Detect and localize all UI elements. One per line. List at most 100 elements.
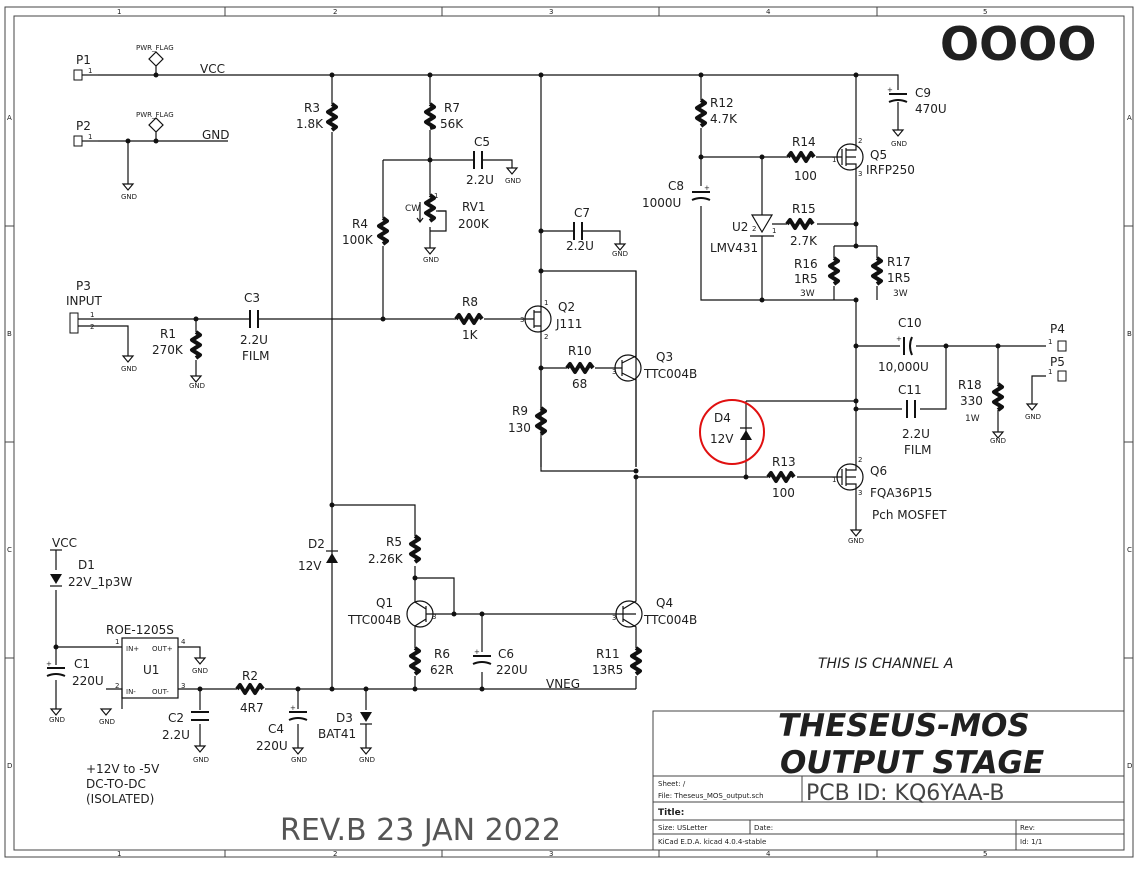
connector-p4: P4 1 (1048, 322, 1067, 352)
svg-text:GND: GND (359, 756, 375, 764)
svg-text:D4: D4 (714, 411, 731, 425)
row-label-b: B (7, 330, 12, 338)
svg-text:OUT-: OUT- (152, 688, 169, 696)
svg-text:10,000U: 10,000U (878, 360, 929, 374)
svg-text:R10: R10 (568, 344, 592, 358)
svg-text:+: + (474, 648, 480, 656)
svg-text:Q6: Q6 (870, 464, 887, 478)
p2-ref: P2 (76, 119, 91, 133)
col-label-5: 5 (983, 8, 987, 16)
zener-d1: D1 22V_1p3W (50, 558, 132, 589)
svg-text:4.7K: 4.7K (710, 112, 738, 126)
svg-text:LMV431: LMV431 (710, 241, 758, 255)
svg-text:GND: GND (990, 437, 1006, 445)
capacitor-c4: + C4 220U (256, 704, 308, 753)
resistor-r11: R11 13R5 (592, 646, 642, 677)
svg-text:2.2U: 2.2U (566, 239, 594, 253)
svg-text:IRFP250: IRFP250 (866, 163, 915, 177)
svg-text:R18: R18 (958, 378, 982, 392)
svg-text:R9: R9 (512, 404, 528, 418)
p5-ref: P5 (1050, 355, 1065, 369)
svg-text:C5: C5 (474, 135, 490, 149)
connector-p3: P3 INPUT 1 2 (66, 279, 103, 334)
potentiometer-rv1: 1 CW RV1 200K (405, 192, 490, 231)
svg-text:R1: R1 (160, 327, 176, 341)
svg-text:GND: GND (891, 140, 907, 148)
revision-note: REV.B 23 JAN 2022 (280, 813, 561, 848)
svg-text:U1: U1 (143, 663, 159, 677)
svg-text:J111: J111 (555, 317, 582, 331)
resistor-r18: R18 330 1W (958, 378, 1004, 424)
svg-text:R8: R8 (462, 295, 478, 309)
svg-text:2: 2 (858, 137, 862, 145)
file-field: File: Theseus_MOS_output.sch (658, 792, 764, 800)
svg-text:220U: 220U (72, 674, 104, 688)
resistor-r10: R10 68 (565, 344, 595, 391)
svg-text:GND: GND (848, 537, 864, 545)
svg-text:D3: D3 (336, 711, 353, 725)
p3-ref: P3 (76, 279, 91, 293)
svg-text:TTC004B: TTC004B (347, 613, 401, 627)
vcc-symbol: VCC (50, 536, 77, 551)
svg-text:1R5: 1R5 (794, 272, 818, 286)
vcc-symbol-label: VCC (52, 536, 77, 550)
mounting-holes-logo: OOOO (940, 17, 1096, 71)
pwr-flag-label: PWR_FLAG (136, 44, 174, 52)
mosfet-q5: 1 2 3 Q5 IRFP250 (832, 137, 915, 178)
col-label-2-bottom: 2 (333, 850, 337, 858)
svg-text:2: 2 (858, 456, 862, 464)
capacitor-c7: C7 2.2U (566, 206, 594, 253)
resistor-r17: R17 1R5 3W (871, 255, 911, 299)
title-field: Title: (658, 808, 684, 818)
svg-text:C4: C4 (268, 722, 284, 736)
svg-text:FQA36P15: FQA36P15 (870, 486, 932, 500)
rev-field: Rev: (1020, 824, 1035, 832)
svg-text:R3: R3 (304, 101, 320, 115)
svg-text:1.8K: 1.8K (296, 117, 324, 131)
capacitor-c8: + C8 1000U (642, 179, 711, 210)
svg-text:IN-: IN- (126, 688, 136, 696)
svg-text:TTC004B: TTC004B (643, 613, 697, 627)
svg-text:1: 1 (772, 227, 776, 235)
svg-text:R11: R11 (596, 647, 620, 661)
svg-text:100: 100 (772, 486, 795, 500)
svg-text:GND: GND (49, 716, 65, 724)
resistor-r6: R6 62R (409, 646, 454, 677)
svg-text:IN+: IN+ (126, 645, 139, 653)
svg-text:D1: D1 (78, 558, 95, 572)
pwr-flag-label-2: PWR_FLAG (136, 111, 174, 119)
svg-text:+: + (887, 86, 893, 94)
junction-dots (53, 72, 1001, 692)
capacitor-c5: C5 2.2U (466, 135, 494, 187)
svg-text:2: 2 (90, 323, 94, 331)
resistor-r14: R14 100 (786, 135, 817, 183)
svg-text:R5: R5 (386, 535, 402, 549)
svg-text:GND: GND (189, 382, 205, 390)
svg-text:1: 1 (1048, 368, 1052, 376)
svg-text:+: + (290, 704, 296, 712)
svg-text:GND: GND (612, 250, 628, 258)
p3-label: INPUT (66, 294, 103, 308)
sheet-field: Sheet: / (658, 780, 686, 788)
vneg-net-label: VNEG (546, 677, 580, 691)
svg-text:Q3: Q3 (656, 350, 673, 364)
svg-text:BAT41: BAT41 (318, 727, 356, 741)
tool-field: KiCad E.D.A. kicad 4.0.4-stable (658, 838, 766, 846)
dcdc-u1: IN+ IN- OUT- OUT+ 1 2 3 4 U1 ROE-1205S (106, 623, 186, 699)
svg-text:R15: R15 (792, 202, 816, 216)
capacitor-c9: + C9 470U (887, 86, 947, 130)
svg-text:12V: 12V (298, 559, 322, 573)
svg-text:1000U: 1000U (642, 196, 681, 210)
svg-text:1: 1 (88, 67, 92, 75)
zener-d2: D2 12V (298, 537, 338, 573)
row-label-d: D (7, 762, 12, 770)
connector-p1: P1 1 (73, 53, 98, 81)
svg-text:R16: R16 (794, 257, 818, 271)
svg-text:3: 3 (858, 170, 862, 178)
svg-text:R12: R12 (710, 96, 734, 110)
p1-ref: P1 (76, 53, 91, 67)
svg-text:R4: R4 (352, 217, 368, 231)
row-label-a-right: A (1127, 114, 1132, 122)
svg-text:270K: 270K (152, 343, 184, 357)
svg-text:1: 1 (434, 192, 438, 200)
